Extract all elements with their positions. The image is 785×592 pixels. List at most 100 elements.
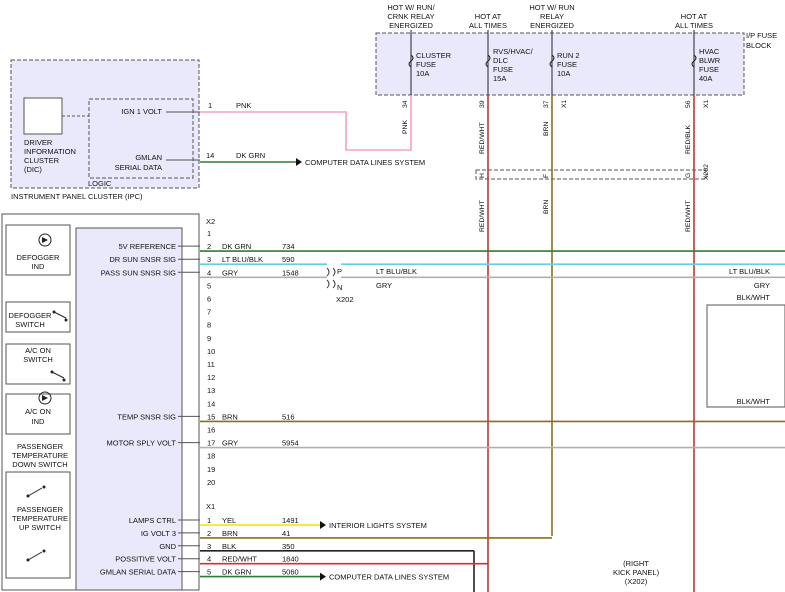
splice-pin: F [543,174,550,178]
hvac-pin-number: 16 [207,426,215,435]
switch-icon [26,558,30,562]
component-label: UP SWITCH [19,523,61,532]
x202-name: X202 [336,295,354,304]
switch-icon [27,487,43,497]
switch-icon [52,310,56,314]
fuse-pin: 37 [543,100,550,108]
fuse-pin: 56 [685,100,692,108]
hvac-pin-label: GND [159,542,176,551]
hvac-circuit-number: 516 [282,412,295,421]
ipc-pin-label: SERIAL DATA [115,163,162,172]
fuse-block-label-line2: BLOCK [746,41,771,50]
right-wire-label: BLK/WHT [737,293,771,302]
connector-icon [326,267,336,277]
switch-icon [51,371,65,379]
fuse-icon [549,54,555,68]
right-wire-label: LT BLU/BLK [729,267,770,276]
hvac-wire-color: BRN [222,412,238,421]
fuse-icon [408,54,414,68]
fuse-pin: 39 [479,100,486,108]
right-wire-label: BLK/WHT [737,397,771,406]
connector-label: X1 [206,502,215,511]
logic-label: LOGIC [88,179,112,188]
fuse-hvac-blwr: HOT AT ALL TIMES HVAC BLWR FUSE 40A 56 X… [675,12,721,154]
hvac-pin-number: 2 [207,242,211,251]
x202-wire-color: GRY [376,281,392,290]
dic-label-line: INFORMATION [24,147,76,156]
led-icon [38,391,52,405]
kick-panel-label: (RIGHT [623,559,649,568]
component-label: A/C ON [25,346,51,355]
hvac-pin-number: 2 [207,529,211,538]
ipc-title: INSTRUMENT PANEL CLUSTER (IPC) [11,192,143,201]
hvac-wire-color: DK GRN [222,568,251,577]
fuse-run2: HOT W/ RUN RELAY ENERGIZED RUN 2 FUSE 10… [529,3,579,136]
hvac-circuit-number: 5060 [282,568,299,577]
ipc-module: DRIVER INFORMATION CLUSTER (DIC) LOGIC I… [10,59,200,201]
hvac-pin-label: 5V REFERENCE [118,242,176,251]
fuse-header-line: HOT AT [681,12,708,21]
hvac-wire-color: BLK [222,542,236,551]
x202-connector: P N X202 LT BLU/BLK GRY [326,267,417,304]
component-label: TEMPERATURE [12,514,68,523]
fuse-block-box [375,32,745,96]
component-label: PASSENGER [17,442,64,451]
defogger-switch-box [5,301,71,333]
hvac-circuit-number: 1548 [282,268,299,277]
hvac-wire-color: LT BLU/BLK [222,255,263,264]
hvac-pin-number: 17 [207,439,215,448]
ipc-dest: COMPUTER DATA LINES SYSTEM [305,158,425,167]
fuse-pin: 34 [402,100,409,108]
x202-pin: N [337,283,342,292]
hvac-pin-number: 4 [207,268,211,277]
led-icon [42,395,48,401]
fuse-rvs-hvac-dlc: HOT AT ALL TIMES RVS/HVAC/ DLC FUSE 15A … [469,12,534,154]
hvac-circuit-number: 350 [282,542,295,551]
switch-icon [62,378,66,382]
splice-pin: H [479,173,486,178]
hvac-pin-number: 15 [207,412,215,421]
fuse-header-line: HOT W/ RUN [529,3,574,12]
fuse-wire-label: RED/WHT [479,122,486,154]
wire-label-redwht: RED/WHT [479,200,486,232]
hvac-wire-color: BRN [222,529,238,538]
hvac-pin-number: 13 [207,386,215,395]
dic-label-line: CLUSTER [24,156,60,165]
hvac-pin-number: 9 [207,334,211,343]
ipc-pin-number: 14 [206,151,214,160]
x202-wire-color: LT BLU/BLK [376,267,417,276]
hvac-circuit-number: 734 [282,242,295,251]
dic-label-line: DRIVER [24,138,53,147]
hvac-pin-number: 6 [207,295,211,304]
arrow-icon [320,521,326,529]
fuse-icon [485,54,491,68]
ipc-pin-label: GMLAN [135,153,162,162]
fuse-name-line: CLUSTER [416,51,452,60]
right-side: LT BLU/BLK GRY BLK/WHT BLK/WHT (RIGHT KI… [613,267,785,586]
ipc-wire-color: PNK [236,101,251,110]
hvac-wire-color: RED/WHT [222,555,257,564]
hvac-module: DEFOGGER IND DEFOGGER SWITCH A/C ON SWIT… [1,213,215,591]
hvac-pin-number: 14 [207,399,215,408]
fuse-header-line: ALL TIMES [675,21,713,30]
ipc-pin-number: 1 [208,101,212,110]
hvac-pin-label: LAMPS CTRL [129,516,176,525]
hvac-pin-number: 4 [207,555,211,564]
logic-box [88,98,194,179]
switch-icon [26,494,30,498]
hvac-pin-number: 7 [207,308,211,317]
switch-icon [50,370,54,374]
hvac-pin-label: IG VOLT 3 [141,529,176,538]
component-label: A/C ON [25,407,51,416]
fuse-header-line: HOT W/ RUN/ [387,3,435,12]
component-label: PASSENGER [17,505,64,514]
fuse-name-line: RVS/HVAC/ [493,47,534,56]
switch-icon [53,311,67,319]
hvac-pin-label: MOTOR SPLY VOLT [107,439,177,448]
right-component-box [706,304,785,408]
switch-icon [64,318,68,322]
fuse-name-line: FUSE [557,60,577,69]
fuse-name-line: FUSE [416,60,436,69]
hvac-pin-number: 11 [207,360,215,369]
fuse-name-line: FUSE [493,65,513,74]
